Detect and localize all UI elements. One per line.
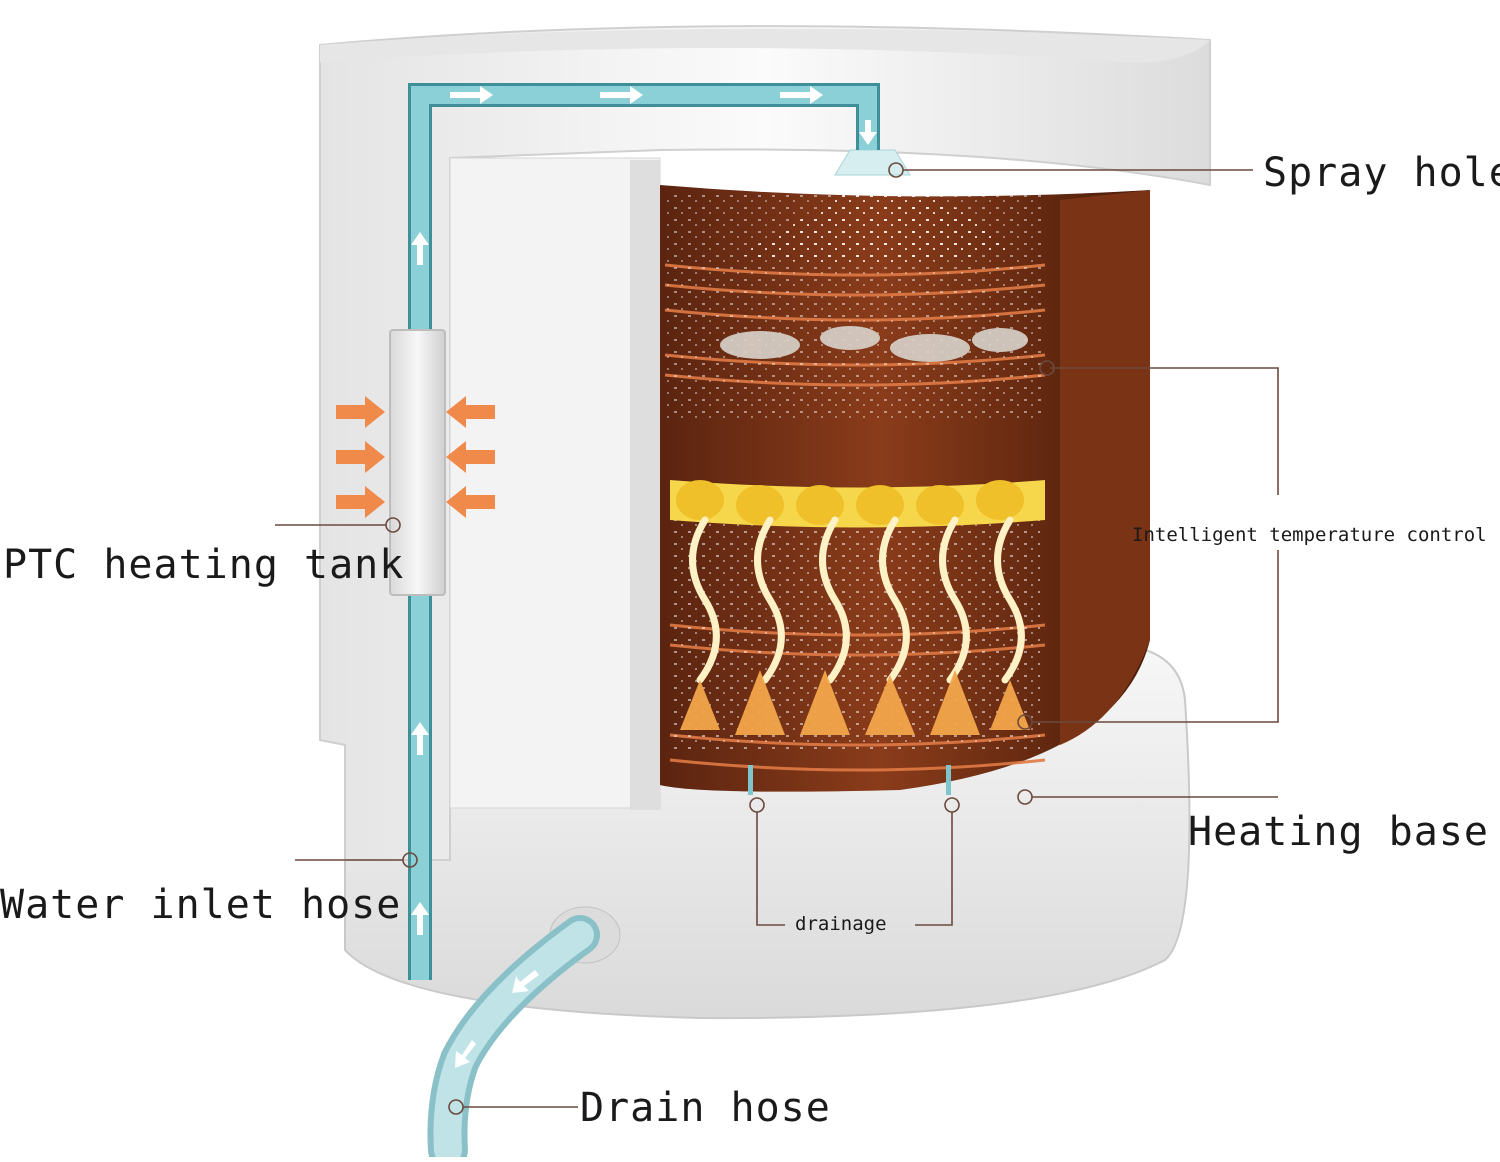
heat-arrows [336, 396, 495, 518]
water-inlet-hose-label: Water inlet hose [0, 882, 402, 928]
heating-base-label: Heating base [1188, 809, 1489, 855]
cooking-chamber [660, 165, 1150, 795]
intelligent-temperature-control-label: Intelligent temperature control [1132, 524, 1487, 546]
leader-lines [275, 162, 1279, 1115]
drainage-label: drainage [795, 913, 887, 935]
ptc-heating-tank [389, 329, 446, 596]
spray-hole-label: Spray hole [1263, 150, 1500, 196]
spray-nozzle [834, 149, 911, 176]
drain-hose-label: Drain hose [580, 1085, 831, 1131]
ptc-heating-tank-label: PTC heating tank [3, 542, 405, 588]
drain-hose [427, 906, 621, 1162]
